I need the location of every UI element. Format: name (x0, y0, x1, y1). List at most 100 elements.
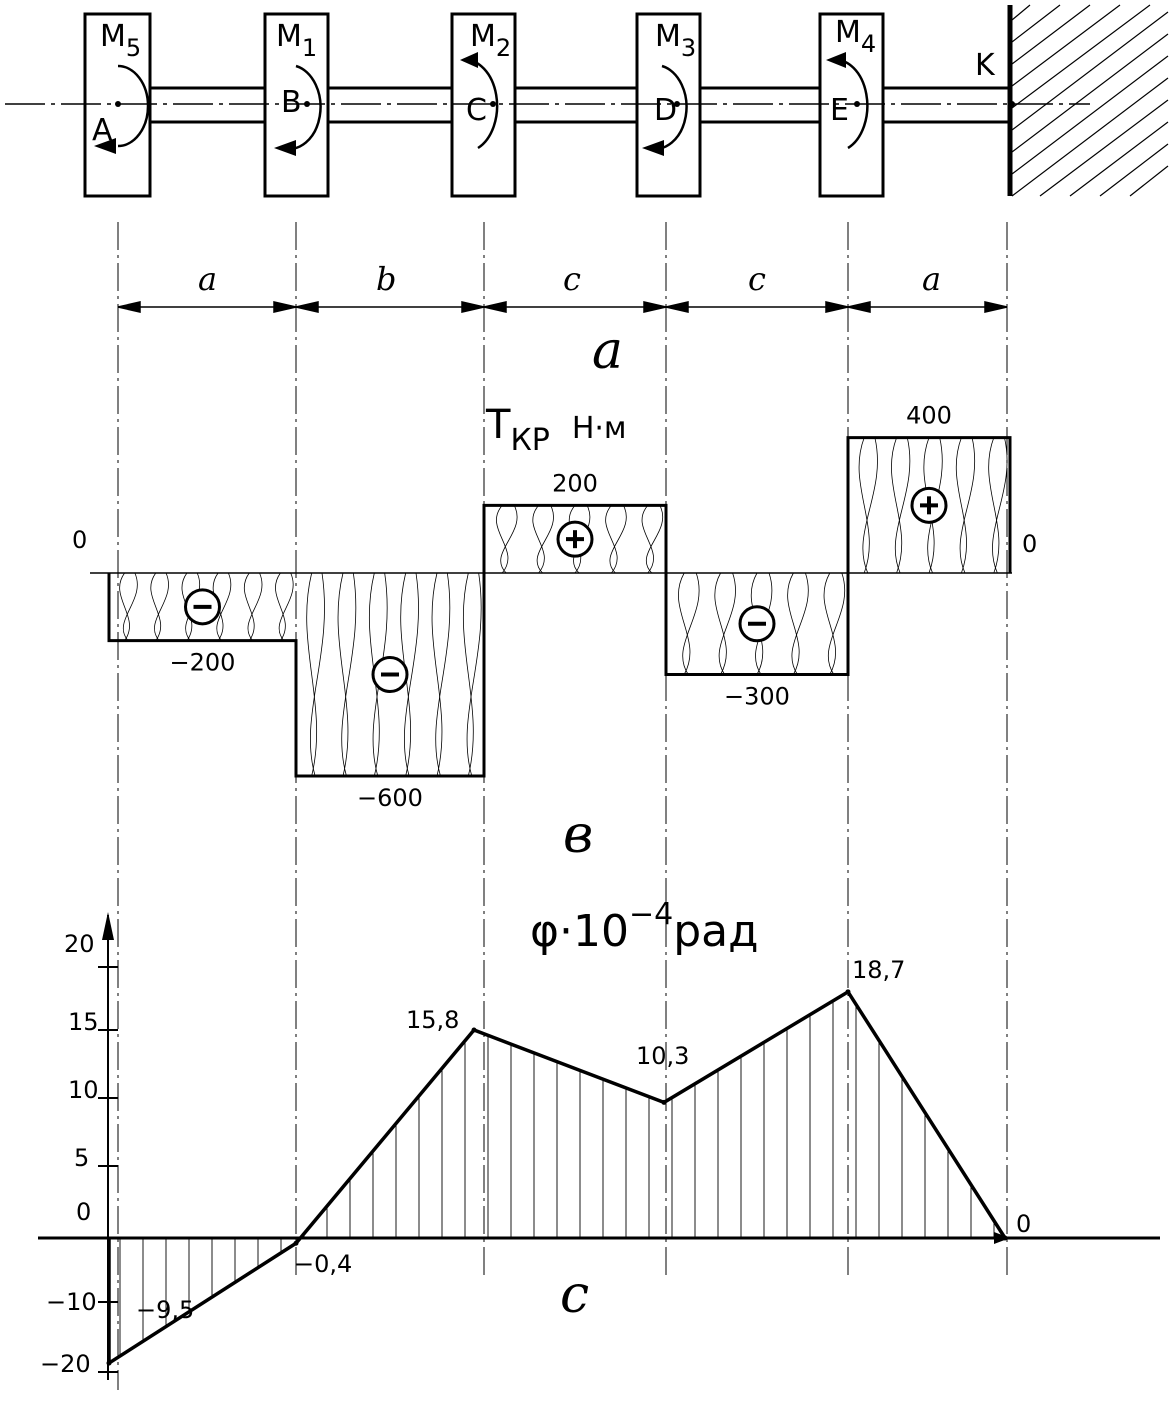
shaft-body (150, 86, 1010, 124)
angle-value-label: 10,3 (636, 1042, 689, 1070)
torque-plot: −200 −600 200 −300 400 (107, 402, 1012, 812)
wall-hatching (1011, 4, 1169, 197)
moment-label-m5: M5 (100, 19, 141, 62)
disc-b (263, 12, 330, 198)
torque-value-label: −600 (357, 784, 423, 812)
angle-value-label: 15,8 (406, 1006, 459, 1034)
disc-a (83, 12, 152, 198)
torque-hatch-line (466, 572, 482, 777)
dim-label-2: b (376, 260, 396, 298)
angle-plot: −9,5 −0,4 15,8 10,3 18,7 (106, 956, 1008, 1367)
angle-point (1002, 1235, 1008, 1241)
torque-hatch-line (714, 572, 727, 675)
torque-hatch-line (992, 437, 1008, 574)
dim-label-4: c (748, 260, 766, 298)
shaft-scheme (5, 4, 1169, 198)
angle-point (471, 1027, 477, 1033)
torque-hatch-line (959, 437, 976, 574)
point-label-a: A (92, 113, 113, 148)
torque-hatch-line (496, 505, 509, 574)
torque-hatch-line (828, 572, 846, 675)
moment-label-m3: M3 (655, 19, 696, 62)
torque-hatch-line (341, 572, 357, 777)
dim-label-5: a (922, 260, 941, 298)
torque-hatch-line (247, 572, 263, 641)
torque-outline (107, 436, 1012, 778)
angle-point (661, 1099, 667, 1105)
y-tick-15: 15 (68, 1008, 99, 1036)
moment-arrow-a (117, 64, 150, 148)
point-label-k: K (975, 48, 996, 83)
torque-value-label: 200 (552, 469, 598, 497)
torque-hatch-line (894, 437, 911, 574)
torque-hatch-line (500, 505, 518, 574)
torque-hatch-line (122, 572, 138, 641)
torque-hatch-line (278, 572, 294, 641)
angle-point (293, 1240, 299, 1246)
angle-x-arrow (994, 1232, 1010, 1244)
torque-hatch-line (216, 572, 232, 641)
torque-hatch-line (309, 572, 325, 777)
torque-hatch-line (150, 572, 162, 641)
torque-hatch-line (862, 437, 878, 574)
y-tick-10: 10 (68, 1076, 99, 1104)
y-tick-0: 0 (76, 1198, 91, 1226)
torque-hatch-line (337, 572, 349, 777)
torque-hatch-line (641, 505, 654, 574)
moment-arrowheads (94, 52, 846, 156)
torque-hatch-line (858, 437, 870, 574)
torque-hatch-line (462, 572, 474, 777)
y-tick-5: 5 (74, 1144, 89, 1172)
angle-value-label: −9,5 (136, 1296, 194, 1324)
torque-hatch-line (431, 572, 443, 777)
y-tick-m10: −10 (46, 1288, 97, 1316)
angle-value-label: −0,4 (294, 1250, 352, 1278)
disc-c (450, 12, 517, 198)
torque-hatch-line (955, 437, 967, 574)
torque-zero-left: 0 (72, 526, 87, 554)
disc-centers (115, 101, 1015, 107)
y-tick-m20: −20 (40, 1350, 91, 1378)
caption-b: в (563, 805, 593, 865)
caption-c: с (560, 1265, 589, 1325)
disc-e (818, 12, 885, 198)
torque-hatch-line (243, 572, 255, 641)
torque-hatch-line (988, 437, 1000, 574)
angle-title: φ·10−4рад (530, 897, 759, 957)
torque-hatch-line (787, 572, 800, 675)
moment-label-m4: M4 (835, 15, 876, 58)
torque-hatch-line (891, 437, 903, 574)
torque-hatch-line (536, 505, 554, 574)
angle-value-label: 18,7 (852, 956, 905, 984)
dim-label-1: a (198, 260, 217, 298)
torque-hatch-line (532, 505, 545, 574)
angle-zero-right: 0 (1016, 1210, 1031, 1238)
torque-hatch-line (791, 572, 809, 675)
disc-d (635, 12, 702, 198)
point-label-d: D (654, 93, 677, 128)
torque-hatch-line (823, 572, 836, 675)
dimension-line (117, 301, 1008, 313)
torque-hatch-line (119, 572, 130, 641)
torque-hatch-line (275, 572, 286, 641)
point-label-b: B (281, 85, 302, 120)
torque-hatch-line (435, 572, 451, 777)
point-label-c: C (466, 93, 487, 128)
torque-zero-right: 0 (1022, 530, 1037, 558)
angle-point (845, 989, 851, 995)
angle-point (106, 1360, 112, 1366)
y-tick-20: 20 (64, 930, 95, 958)
torque-value-label: 400 (906, 402, 952, 430)
moment-label-m2: M2 (470, 19, 511, 62)
torque-value-label: −200 (170, 649, 236, 677)
caption-a: а (592, 321, 623, 381)
torque-hatch-line (718, 572, 736, 675)
dim-label-3: c (563, 260, 581, 298)
torque-value-label: −300 (724, 683, 790, 711)
torque-hatch-line (605, 505, 618, 574)
torque-hatch-line (403, 572, 419, 777)
torque-hatch-line (306, 572, 318, 777)
point-label-e: E (830, 93, 849, 128)
